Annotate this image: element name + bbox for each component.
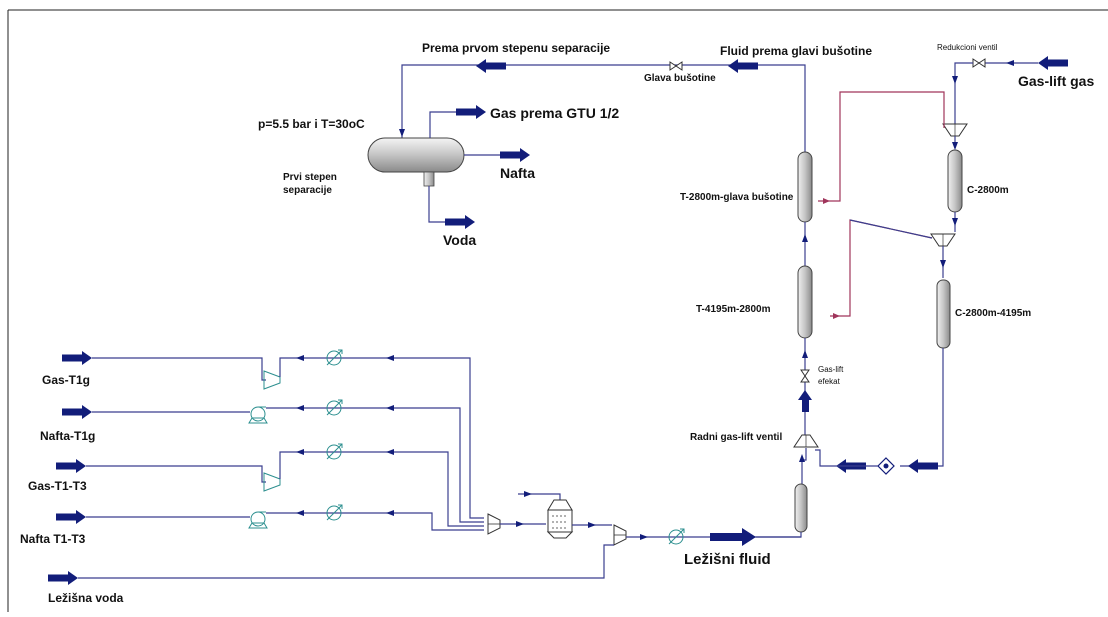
upper-gas-splitter <box>942 123 968 137</box>
tubing-t-4195m-2800m <box>797 265 813 339</box>
arrow-to-first-stage <box>476 59 506 73</box>
mixer-2 <box>613 524 627 546</box>
compressor-gas-t1-t3 <box>263 472 281 492</box>
pump-nafta-t1g <box>248 406 268 424</box>
label-gas-prema-gtu: Gas prema GTU 1/2 <box>490 105 619 121</box>
glava-busotine-valve <box>669 61 683 71</box>
label-gas-lift-gas: Gas-lift gas <box>1018 73 1094 89</box>
gas-heater-icon <box>877 457 895 475</box>
label-lezisni-fluid: Ležišni fluid <box>684 551 771 568</box>
mixer-1 <box>487 513 501 535</box>
label-c-2800m: C-2800m <box>967 185 1009 196</box>
label-gas-t1-t3: Gas-T1-T3 <box>28 479 87 493</box>
label-redukcioni-ventil: Redukcioni ventil <box>937 43 998 52</box>
label-fluid-prema-glavi: Fluid prema glavi bušotine <box>720 44 872 58</box>
label-gas-lift: Gas-lift <box>818 365 844 374</box>
pump-nafta-t1-t3 <box>248 511 268 529</box>
radni-gas-lift-ventil <box>793 434 819 448</box>
label-voda: Voda <box>443 232 476 248</box>
label-t-4195m-2800m: T-4195m-2800m <box>696 304 771 315</box>
arrow-up-tubing <box>798 390 812 412</box>
label-c-2800m-4195m: C-2800m-4195m <box>955 308 1031 319</box>
gas-lift-efekat-valve <box>800 369 810 383</box>
label-nafta: Nafta <box>500 165 535 181</box>
separator-vessel <box>367 137 465 187</box>
label-prema-prvom-stepenu: Prema prvom stepenu separacije <box>422 41 610 55</box>
label-t-2800m-glava: T-2800m-glava bušotine <box>680 192 794 203</box>
label-efekat: efekat <box>818 377 841 386</box>
label-nafta-t1g: Nafta-T1g <box>40 429 95 443</box>
saturator-unit <box>518 491 574 539</box>
label-prvi-stepen: Prvi stepen <box>283 172 337 183</box>
label-nafta-t1-t3: Nafta T1-T3 <box>20 532 86 546</box>
arrow-lezisni-fluid <box>710 528 756 546</box>
lower-gas-splitter <box>930 233 956 247</box>
label-glava-busotine: Glava bušotine <box>644 73 716 84</box>
label-separacije: separacije <box>283 185 332 196</box>
bottom-hole-section <box>794 483 808 533</box>
label-gas-t1g: Gas-T1g <box>42 373 90 387</box>
label-radni-ventil: Radni gas-lift ventil <box>690 432 782 443</box>
casing-c-2800m <box>947 149 963 213</box>
casing-c-2800m-4195m <box>936 279 951 349</box>
tubing-t-2800m-glava <box>797 151 813 223</box>
label-separator-conditions: p=5.5 bar i T=30oC <box>258 117 365 131</box>
arrow-fluid-to-wellhead <box>728 59 758 73</box>
compressor-gas-t1g <box>263 370 281 390</box>
label-lezisna-voda: Ležišna voda <box>48 591 124 605</box>
redukcioni-ventil-valve <box>972 58 986 68</box>
